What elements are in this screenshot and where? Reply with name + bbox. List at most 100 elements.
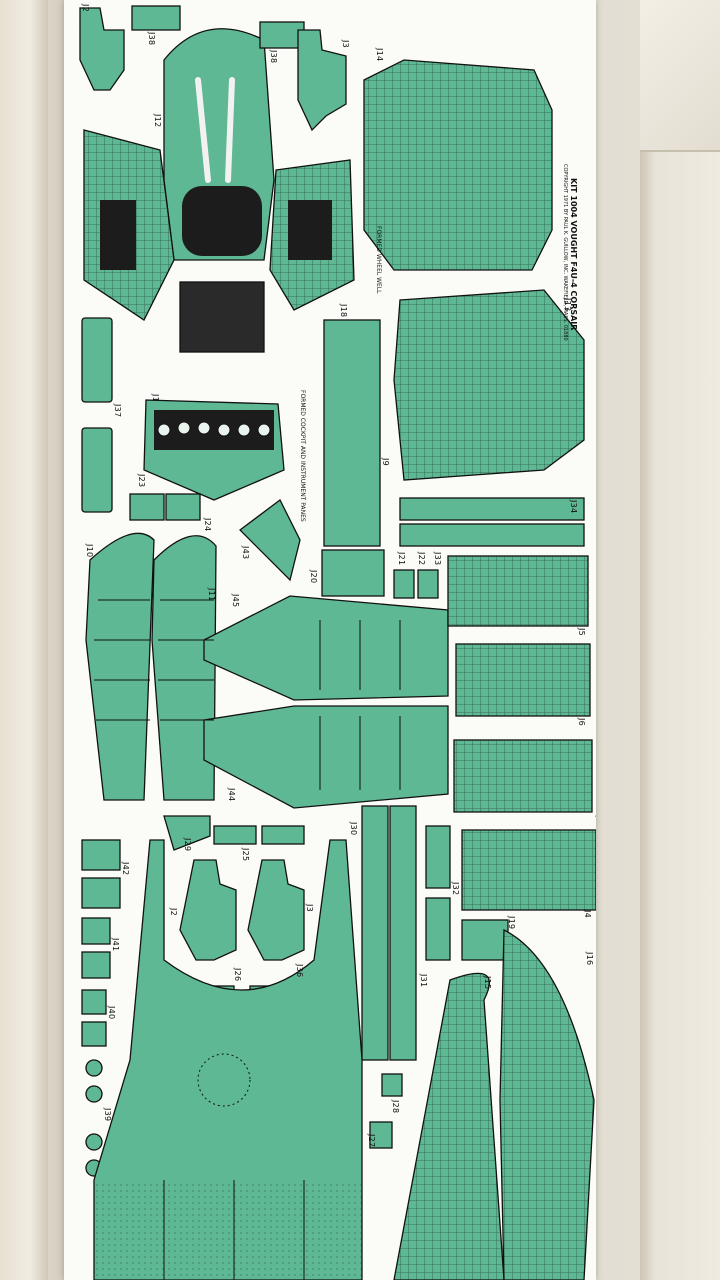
part-j11 <box>151 535 217 801</box>
label-j19: J19 <box>507 916 516 930</box>
seat-back-dark <box>182 186 262 256</box>
part-j38-b <box>259 21 305 49</box>
part-j19 <box>461 919 509 961</box>
label-j41: J41 <box>111 938 120 952</box>
parts-drawing <box>79 5 596 1280</box>
part-j43 <box>239 499 301 582</box>
part-j2-mid <box>179 859 237 961</box>
label-j24: J24 <box>203 518 212 532</box>
label-j6: J6 <box>577 718 586 727</box>
part-j37-b <box>81 427 113 513</box>
label-j5: J5 <box>577 628 586 637</box>
label-j3-mid: J3 <box>305 904 314 913</box>
box-edge-right <box>640 0 720 1280</box>
box-edge-left <box>0 0 48 1280</box>
part-j44 <box>203 705 449 809</box>
part-j40-b <box>81 1021 107 1047</box>
part-j4 <box>461 829 596 911</box>
part-j45 <box>203 595 449 701</box>
part-j40-a <box>81 989 107 1015</box>
label-j15: J15 <box>483 976 492 990</box>
label-j31: J31 <box>419 974 428 988</box>
part-j39-b <box>85 1085 103 1103</box>
part-j39-a <box>85 1059 103 1077</box>
label-j14: J14 <box>375 48 384 62</box>
part-j25-a <box>213 825 257 845</box>
label-j28: J28 <box>391 1100 400 1114</box>
part-j34 <box>399 523 585 547</box>
label-j2-mid: J2 <box>169 908 178 917</box>
note-wheel-well: FORMED WHEEL WELL <box>375 226 382 294</box>
part-j37-a <box>81 317 113 403</box>
instrument-face <box>154 410 274 450</box>
part-j27 <box>369 1121 393 1149</box>
part-j41-b <box>81 951 111 979</box>
note-cockpit-panes: FORMED COCKPIT AND INSTRUMENT PANES <box>299 390 306 522</box>
part-j32-b <box>425 897 451 961</box>
label-j32: J32 <box>451 882 460 896</box>
label-j34: J34 <box>569 500 578 514</box>
part-j28 <box>381 1073 403 1097</box>
label-j39: J39 <box>103 1108 112 1122</box>
label-j2-top: J2 <box>81 4 90 13</box>
kit-title: KIT 1004 VOUGHT F4U-4 CORSAIR <box>569 178 578 331</box>
part-j33 <box>399 497 585 521</box>
part-j29 <box>163 815 211 851</box>
label-j22: J22 <box>417 552 426 566</box>
part-j5 <box>447 555 589 627</box>
label-j45: J45 <box>231 594 240 608</box>
part-j30-b <box>389 805 417 1061</box>
label-j3-top: J3 <box>341 40 350 49</box>
part-j39-c <box>85 1133 103 1151</box>
label-j10: J10 <box>85 544 94 558</box>
part-j10 <box>85 532 155 801</box>
label-j30: J30 <box>349 822 358 836</box>
label-j23: J23 <box>137 474 146 488</box>
label-j7: J7 <box>595 816 596 824</box>
label-j12: J12 <box>153 114 162 128</box>
part-j42-a <box>81 839 121 871</box>
part-cockpit-floor <box>179 281 265 353</box>
label-j27: J27 <box>367 1134 376 1148</box>
label-j43: J43 <box>241 546 250 560</box>
label-j33: J33 <box>433 552 442 566</box>
part-j9 <box>323 319 381 547</box>
panel-detail-dark <box>100 200 136 270</box>
part-j13 <box>393 289 585 481</box>
copyright-text: COPYRIGHT 1971 BY PAUL K. GUILLOW, INC. … <box>562 164 568 341</box>
part-j31 <box>393 972 505 1280</box>
part-j21 <box>393 569 415 599</box>
part-j41-a <box>81 917 111 945</box>
label-j25: J25 <box>241 848 250 862</box>
part-j23 <box>129 493 165 521</box>
label-j4: J4 <box>583 910 592 919</box>
label-j11: J11 <box>207 588 216 602</box>
label-j16: J16 <box>585 952 594 966</box>
label-j26: J26 <box>233 968 242 982</box>
label-j36: J36 <box>295 964 304 978</box>
label-j42: J42 <box>121 862 130 876</box>
part-j24 <box>165 493 201 521</box>
part-j20 <box>321 549 385 597</box>
label-j29: J29 <box>183 838 192 852</box>
part-j30-a <box>361 805 389 1061</box>
label-j9: J9 <box>381 458 390 467</box>
label-j37: J37 <box>113 404 122 418</box>
label-j1: J1 <box>151 394 160 403</box>
part-j3-mid <box>247 859 305 961</box>
part-j7 <box>453 739 593 813</box>
panel-detail-dark-2 <box>288 200 332 260</box>
label-j40: J40 <box>107 1006 116 1020</box>
part-j38-a <box>131 5 181 31</box>
parts-sheet: J2 J38 J38 J3 J14 J12 J18 J37 J1 J9 J13 … <box>64 0 596 1280</box>
rivet-texture <box>94 1180 362 1280</box>
seat-belts <box>195 77 235 183</box>
part-j42-b <box>81 877 121 909</box>
label-j18: J18 <box>339 304 348 318</box>
box-flap <box>640 0 720 152</box>
part-j25-b <box>261 825 305 845</box>
part-j15-j16 <box>499 928 595 1280</box>
label-j21: J21 <box>397 552 406 566</box>
label-j38-a: J38 <box>147 32 156 46</box>
label-j20: J20 <box>309 570 318 584</box>
